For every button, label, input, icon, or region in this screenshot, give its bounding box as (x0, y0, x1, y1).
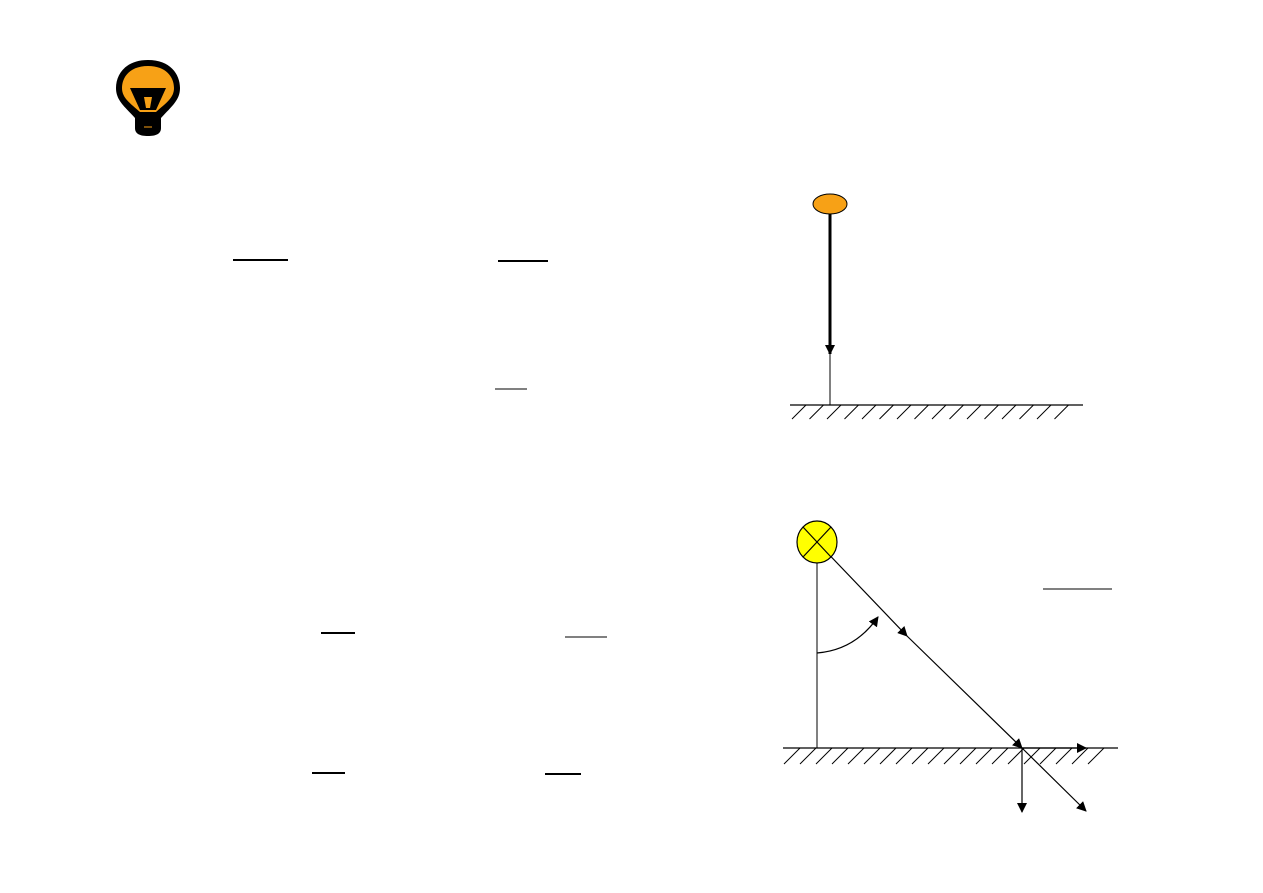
hatch-mark (966, 404, 982, 420)
angle-arc (816, 616, 879, 654)
hatch-mark (1036, 404, 1052, 420)
hatch-mark (799, 747, 817, 765)
ground-hatching (791, 404, 1069, 420)
hatch-mark (1007, 747, 1025, 765)
hatch-mark (931, 404, 947, 420)
oblique-ray-diagram (783, 520, 1118, 813)
hatch-mark (879, 747, 897, 765)
fraction-bars (233, 259, 1112, 775)
hatch-mark (949, 404, 964, 420)
hatch-mark (809, 404, 824, 420)
hatch-mark (831, 747, 849, 765)
hatch-mark (815, 747, 833, 765)
hatch-mark (975, 747, 993, 765)
hatch-mark (959, 747, 977, 765)
hatch-mark (943, 747, 961, 765)
hatch-mark (1001, 404, 1017, 420)
hatch-mark (791, 404, 807, 420)
light-source (812, 193, 848, 215)
hatch-mark (914, 404, 929, 420)
hatch-mark (847, 747, 865, 765)
hatch-mark (863, 747, 881, 765)
hatch-mark (844, 404, 859, 420)
hatch-mark (1071, 747, 1089, 765)
lightbulb-icon (116, 60, 180, 136)
hatch-mark (1023, 747, 1041, 765)
hatch-mark (1019, 404, 1034, 420)
hatch-mark (911, 747, 929, 765)
hatch-mark (1039, 747, 1057, 765)
hatch-mark (861, 404, 877, 420)
hatch-mark (879, 404, 894, 420)
hatch-mark (1054, 404, 1069, 420)
hatch-mark (783, 747, 801, 765)
hatch-mark (991, 747, 1009, 765)
light-source-crossed (796, 520, 838, 564)
hatch-mark (895, 747, 913, 765)
hatch-mark (826, 404, 842, 420)
hatch-mark (896, 404, 912, 420)
hatch-mark (1087, 747, 1105, 765)
perpendicular-ray-diagram (790, 193, 1083, 420)
ground-hatching (783, 747, 1105, 765)
hatch-mark (984, 404, 999, 420)
hatch-mark (1055, 747, 1073, 765)
hatch-mark (927, 747, 945, 765)
